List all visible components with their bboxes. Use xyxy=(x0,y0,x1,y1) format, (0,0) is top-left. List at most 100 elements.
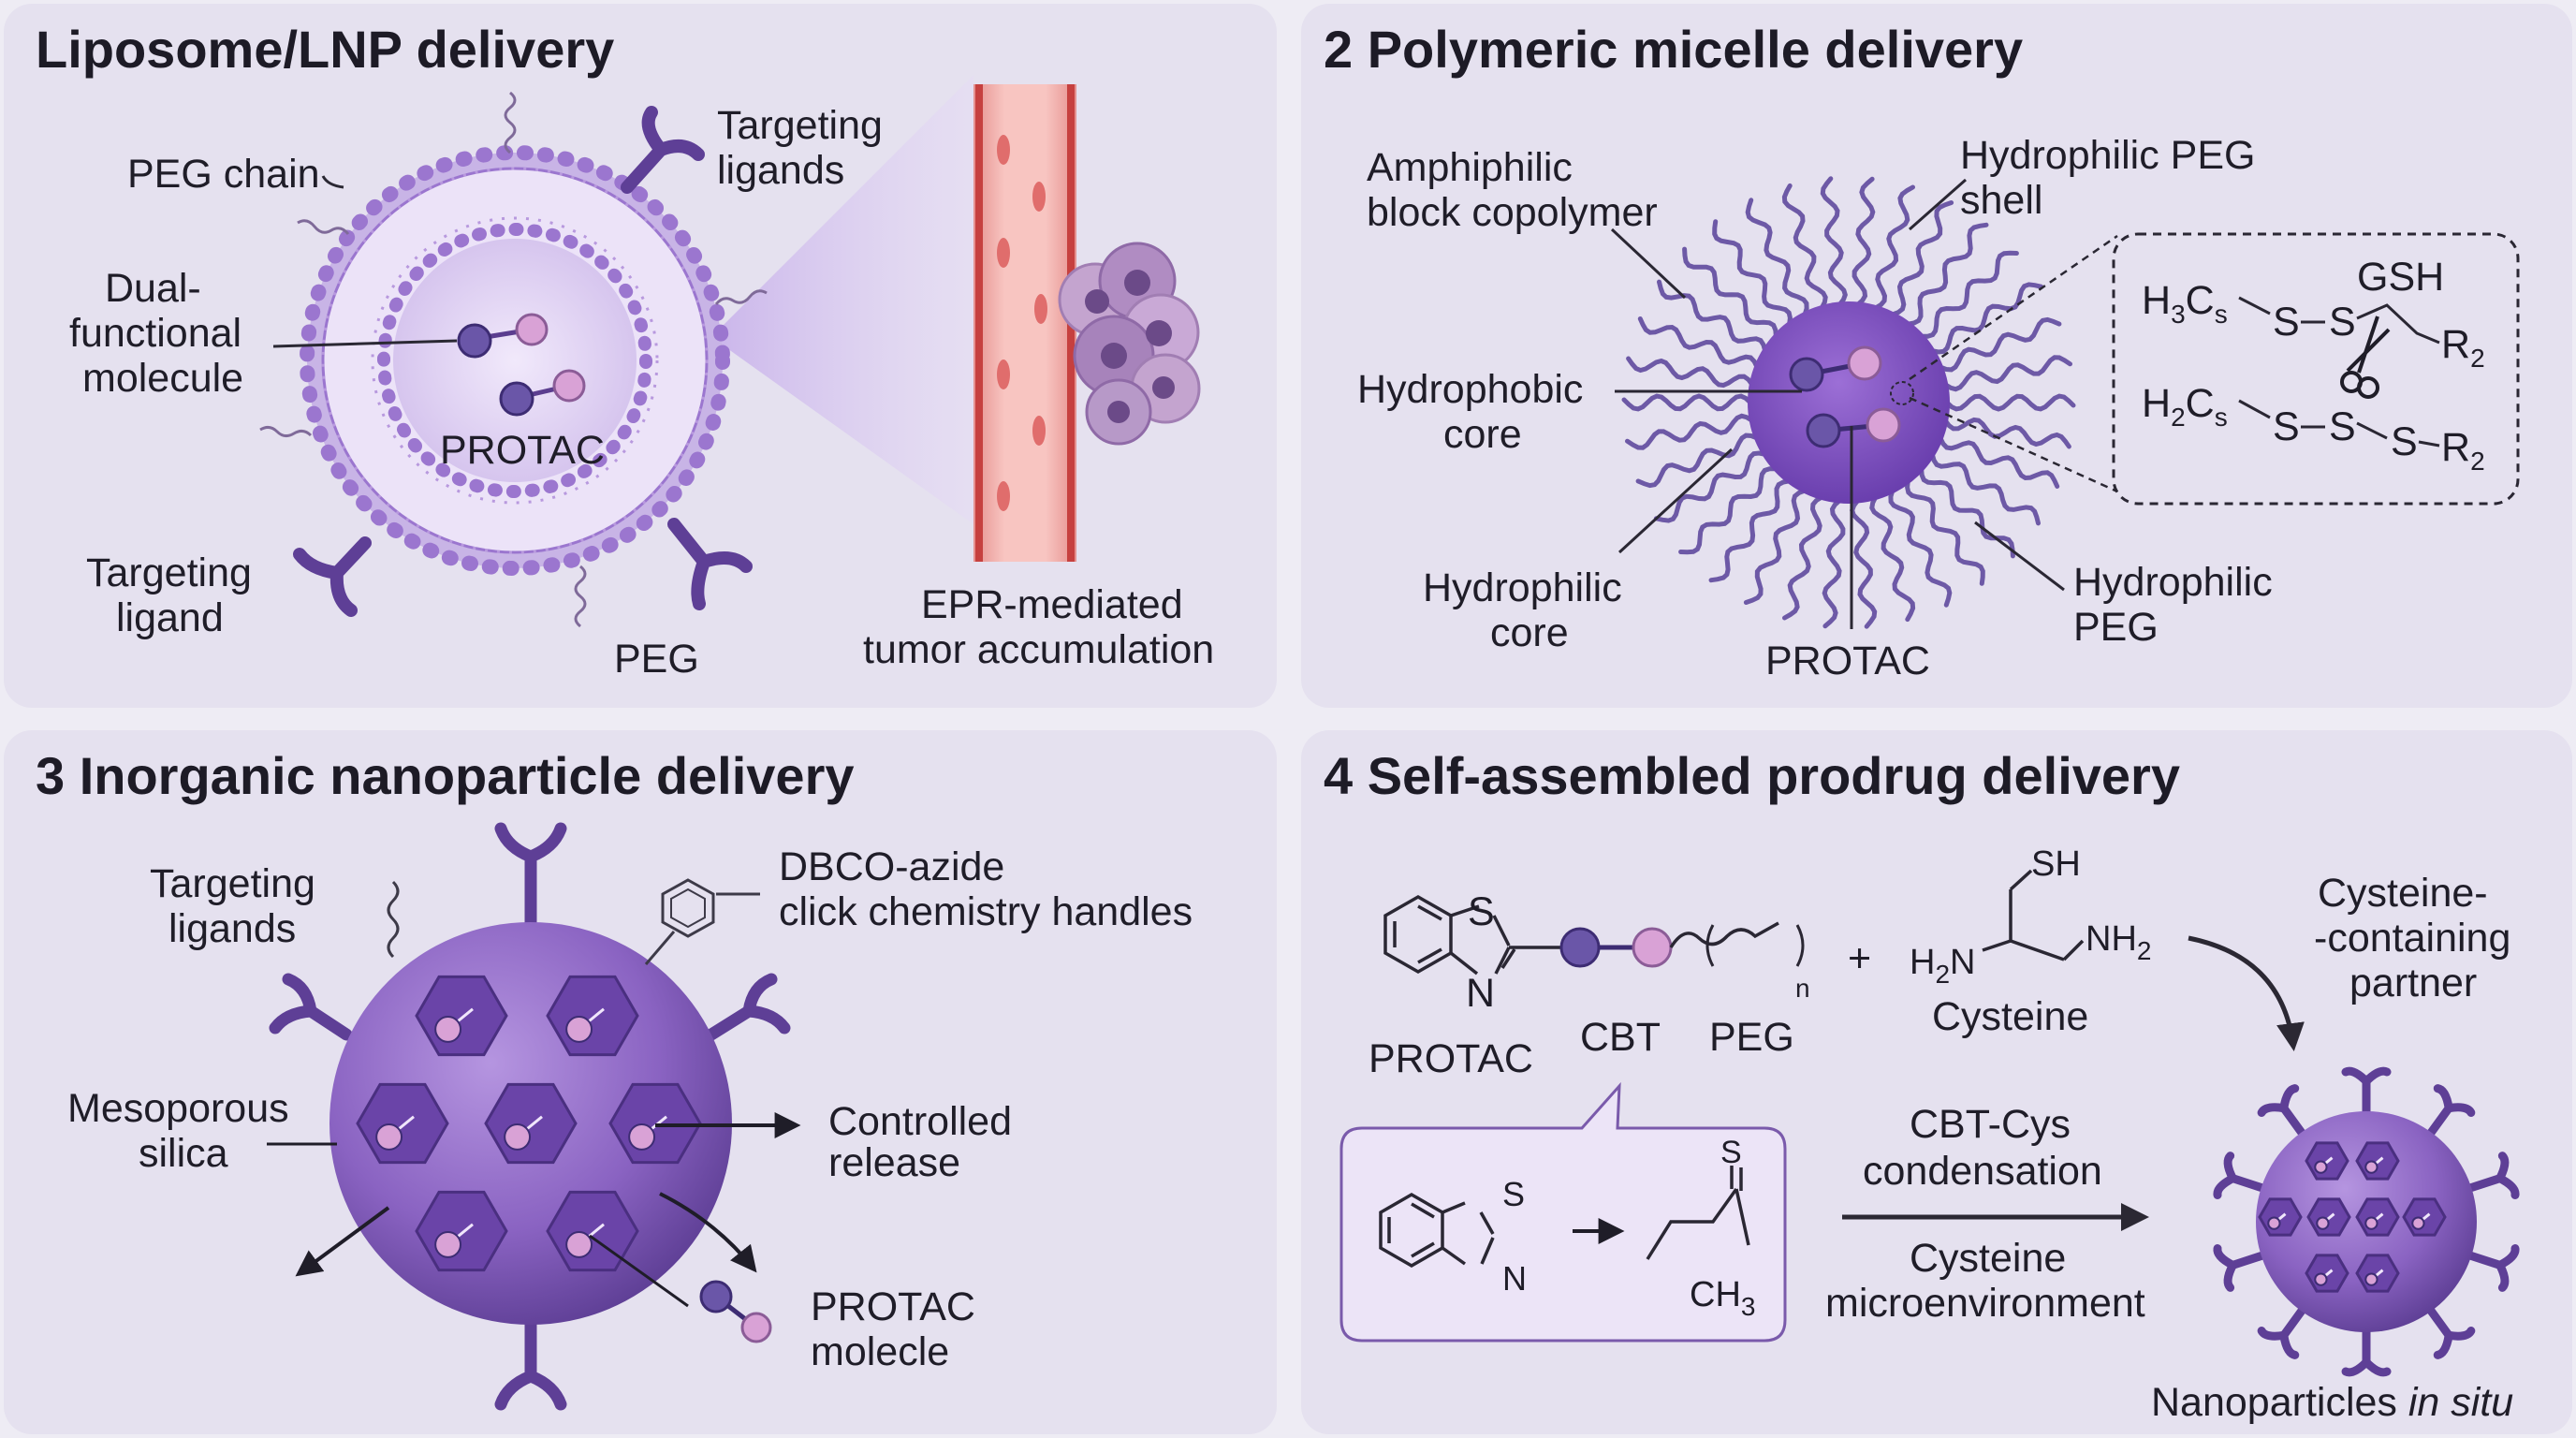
dual-functional-label-1: Dual- xyxy=(105,266,201,311)
microenv-label-2: microenvironment xyxy=(1825,1281,2145,1326)
nh2-label: NH2 xyxy=(2086,919,2151,965)
svg-text:R2: R2 xyxy=(2441,425,2485,476)
zoom-line-top xyxy=(1909,234,2118,381)
micelle-protac-1 xyxy=(1789,345,1882,392)
pore-molecule xyxy=(628,1123,656,1151)
peg-arm xyxy=(1929,282,2044,355)
pore-molecule xyxy=(2364,1160,2378,1174)
dbco-label-1: DBCO-azide xyxy=(779,844,1004,889)
peg-shell-arms xyxy=(1621,176,2076,629)
peg-chains xyxy=(259,91,768,628)
dual-functional-leader xyxy=(272,339,458,348)
disulfide-zoom-box xyxy=(2112,232,2520,506)
blood-vessel xyxy=(973,84,1076,562)
mesoporous-label-1: Mesoporous xyxy=(67,1086,289,1131)
panel1-liposome: Liposome/LNP delivery xyxy=(36,20,1214,682)
hydrophilic-core-label-2: core xyxy=(1490,610,1569,655)
peg-chain-label: PEG chain xyxy=(127,152,320,197)
panel3-inorganic: 3 Inorganic nanoparticle delivery xyxy=(36,746,1193,1411)
released-protac-molecule xyxy=(699,1280,772,1343)
h2n-label: H2N xyxy=(1910,943,1975,989)
peg-arm xyxy=(1938,316,2062,373)
peg-arm xyxy=(1781,183,1828,311)
hydrophobic-core-label-2: core xyxy=(1443,412,1522,457)
panel3-title: 3 Inorganic nanoparticle delivery xyxy=(36,746,855,805)
peg-arm xyxy=(1745,198,1809,317)
liposome xyxy=(300,145,730,576)
inorg-targeting-label-2: ligands xyxy=(168,906,296,951)
partner-label-1: Cysteine- xyxy=(2318,871,2488,916)
micelle-protac-2 xyxy=(1806,407,1901,448)
peg-arm xyxy=(1919,466,2015,559)
pore-molecule xyxy=(2364,1216,2378,1230)
dbco-handle-icon xyxy=(387,878,760,965)
pore-molecule xyxy=(2314,1160,2328,1174)
benzo-n-label: N xyxy=(1466,971,1495,1016)
peg-arm xyxy=(1682,246,1778,339)
callout-n-label: N xyxy=(1502,1259,1527,1298)
svg-text:H3Cs: H3Cs xyxy=(2142,278,2228,329)
nanoparticles-label: Nanoparticles in situ xyxy=(2151,1380,2513,1425)
zoom-line-bottom xyxy=(1909,396,2118,493)
epr-label-2: tumor accumulation xyxy=(863,627,1214,672)
peg-shell-label-2: shell xyxy=(1960,178,2042,223)
nanoparticle-pores xyxy=(2258,1141,2447,1293)
pore-molecule xyxy=(375,1123,403,1151)
peg-arm xyxy=(1905,222,1989,327)
peg-arm xyxy=(1678,466,1778,555)
peg-arm xyxy=(1782,494,1824,621)
cbt-callout-box xyxy=(1339,1081,1787,1343)
micelle-protac-label: PROTAC xyxy=(1765,638,1930,683)
callout-thio-s: S xyxy=(1720,1135,1742,1170)
svg-text:R2: R2 xyxy=(2441,322,2485,373)
peg-arm xyxy=(1626,356,1755,389)
protac-label: PROTAC xyxy=(440,428,605,473)
pore-molecule xyxy=(2364,1272,2378,1286)
svg-text:S: S xyxy=(2391,419,2418,464)
peg-arm xyxy=(1822,498,1846,629)
pore-molecule xyxy=(434,1230,462,1258)
peg-arm xyxy=(1708,478,1793,583)
targeting-ligand-label-1: Targeting xyxy=(86,550,252,595)
protac-molecule-1 xyxy=(457,313,549,359)
release-arrow-right xyxy=(659,1192,757,1273)
callout-s-label: S xyxy=(1502,1175,1525,1213)
pore-molecule xyxy=(434,1015,462,1043)
peg-arm xyxy=(1820,176,1848,307)
peg-arm xyxy=(1850,498,1878,629)
pore-molecule xyxy=(504,1123,532,1151)
svg-text:S: S xyxy=(2329,300,2356,345)
cbt-label: CBT xyxy=(1580,1015,1661,1060)
condensation-label-2: condensation xyxy=(1863,1149,2102,1194)
cysteine-structure xyxy=(1982,869,2085,961)
svg-text:S: S xyxy=(2273,404,2300,449)
peg-arm xyxy=(1938,435,2060,489)
cbt-linker xyxy=(1559,921,1805,968)
gsh-label: GSH xyxy=(2357,255,2444,300)
nanoparticle-ligands xyxy=(2213,1066,2520,1377)
targeting-ligand-icons xyxy=(293,106,753,617)
hydrophobic-core-label-1: Hydrophobic xyxy=(1357,367,1583,412)
pore-molecule xyxy=(565,1230,593,1258)
microenv-label-1: Cysteine xyxy=(1910,1236,2066,1281)
peg-arm xyxy=(1905,478,1985,586)
controlled-label-1: Controlled xyxy=(828,1099,1012,1144)
panel4-title: 4 Self-assembled prodrug delivery xyxy=(1324,746,2180,805)
peg-label: PEG xyxy=(614,637,699,682)
peg-arm xyxy=(1890,200,1954,317)
peg-arm xyxy=(1869,494,1916,623)
peg-arm xyxy=(1712,219,1793,327)
cysteine-label: Cysteine xyxy=(1932,994,2088,1039)
disulfide-formula-2: H2Cs S S S R2 xyxy=(2142,381,2485,476)
peg-shell-label-1: Hydrophilic PEG xyxy=(1960,133,2255,178)
condensation-label-1: CBT-Cys xyxy=(1910,1102,2071,1147)
peg-arm xyxy=(1657,279,1768,354)
peg-arm xyxy=(1625,413,1755,450)
panel4-prodrug: 4 Self-assembled prodrug delivery S N n xyxy=(1324,746,2520,1425)
hydrophobic-core-sphere xyxy=(1748,301,1950,504)
peg-arm xyxy=(1942,417,2071,449)
tumor-cluster xyxy=(1058,242,1201,446)
inorg-protac-label-2: molecle xyxy=(811,1329,949,1374)
panel2-title: 2 Polymeric micelle delivery xyxy=(1324,20,2023,79)
